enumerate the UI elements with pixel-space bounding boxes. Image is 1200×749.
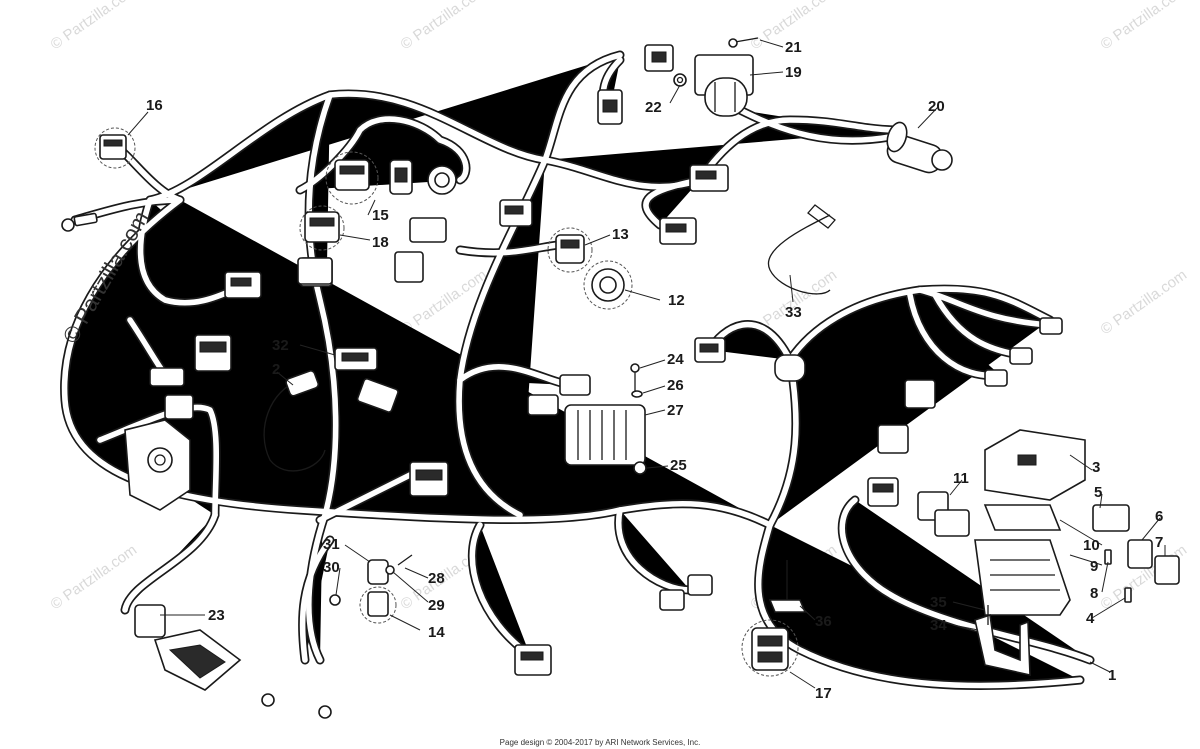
callout-23: 23 — [208, 607, 225, 624]
relay-7-icon — [1154, 555, 1180, 585]
connector-11-icon — [917, 491, 970, 537]
connector-top-icon — [597, 44, 674, 125]
callout-36: 36 — [815, 613, 832, 630]
fuse-holder-2-icon — [263, 370, 326, 472]
callout-17: 17 — [815, 685, 832, 702]
callout-11: 11 — [953, 470, 969, 487]
bracket-34-icon — [974, 613, 1031, 677]
screw-21-icon — [728, 37, 759, 48]
connector-18-icon — [299, 205, 345, 251]
solenoid-19-icon — [694, 54, 754, 117]
callout-33: 33 — [785, 304, 802, 321]
callout-19: 19 — [785, 64, 802, 81]
sensor-31-icon — [367, 559, 389, 585]
connector-17-icon — [741, 619, 799, 677]
callout-13: 13 — [612, 226, 629, 243]
cable-tie-33-icon — [767, 204, 836, 295]
callout-26: 26 — [667, 377, 684, 394]
fuse-box-3-icon — [974, 429, 1086, 616]
callout-12: 12 — [668, 292, 685, 309]
callout-35: 35 — [930, 594, 947, 611]
connector-bottom-icon — [514, 574, 713, 676]
callout-32: 32 — [272, 337, 289, 354]
callout-2: 2 — [272, 361, 280, 378]
connector-15-icon — [325, 151, 457, 205]
washer-29-icon — [385, 565, 395, 575]
sensor-13-icon — [547, 227, 593, 273]
callout-34: 34 — [930, 617, 947, 634]
throttle-sensor-icon — [124, 419, 191, 511]
callout-25: 25 — [670, 457, 687, 474]
screw-24-icon — [630, 363, 640, 392]
callout-28: 28 — [428, 570, 445, 587]
sensor-12-icon — [583, 260, 633, 310]
callout-18: 18 — [372, 234, 389, 251]
callout-21: 21 — [785, 39, 802, 56]
connector-16-icon — [94, 127, 136, 169]
callout-31: 31 — [323, 536, 340, 553]
callout-20: 20 — [928, 98, 945, 115]
callout-numbers: 1 2 3 4 5 6 7 8 9 10 11 12 13 14 15 16 1… — [146, 39, 1163, 702]
callout-8: 8 — [1090, 585, 1098, 602]
connector-32-icon — [297, 257, 378, 371]
relay-6-icon — [1127, 539, 1153, 569]
fuse-8-icon — [1104, 549, 1112, 565]
connector-left-icon — [149, 271, 262, 420]
callout-9: 9 — [1090, 558, 1098, 575]
callout-22: 22 — [645, 99, 662, 116]
watermark-tile: © Partzilla.com — [1098, 266, 1191, 338]
callout-7: 7 — [1155, 534, 1163, 551]
fuse-4-icon — [1124, 587, 1132, 603]
connector-right-32-icon — [356, 378, 399, 413]
screw-28-icon — [397, 554, 413, 566]
watermark-tile: © Partzilla.com — [48, 0, 141, 53]
footer-copyright: Page design © 2004-2017 by ARI Network S… — [500, 738, 701, 747]
callout-30: 30 — [323, 559, 340, 576]
connector-upper-fusebox-icon — [867, 477, 899, 507]
callout-5: 5 — [1094, 484, 1102, 501]
regulator-27-icon — [527, 374, 646, 466]
nut-22-icon — [673, 73, 687, 87]
nut-30-icon — [329, 594, 341, 606]
callout-16: 16 — [146, 97, 163, 114]
connector-center-icon — [409, 461, 449, 497]
callout-15: 15 — [372, 207, 389, 224]
callout-1: 1 — [1108, 667, 1116, 684]
callout-27: 27 — [667, 402, 684, 419]
connector-right-upper-icon — [499, 164, 729, 245]
watermark-tile: © Partzilla.com — [398, 0, 491, 53]
callout-10: 10 — [1083, 537, 1100, 554]
nut-25-icon — [633, 461, 647, 475]
callout-29: 29 — [428, 597, 445, 614]
ring-terminal-icon — [61, 212, 98, 232]
leader-lines — [127, 39, 1166, 689]
clip-36-icon — [768, 560, 807, 613]
ecu-23-icon — [134, 604, 242, 691]
connector-right-mid-icon — [694, 317, 1063, 454]
ring-terminal-bottom-icon — [261, 693, 332, 719]
callout-4: 4 — [1086, 610, 1095, 627]
washer-26-icon — [631, 390, 643, 398]
relay-5-icon — [1092, 504, 1130, 532]
connectors — [61, 37, 1180, 719]
watermark-tile: © Partzilla.com — [1098, 0, 1191, 53]
callout-3: 3 — [1092, 459, 1100, 476]
callout-14: 14 — [428, 624, 445, 641]
power-socket-20-icon — [886, 121, 953, 174]
callout-24: 24 — [667, 351, 684, 368]
callout-6: 6 — [1155, 508, 1163, 525]
connector-14-icon — [359, 586, 397, 624]
